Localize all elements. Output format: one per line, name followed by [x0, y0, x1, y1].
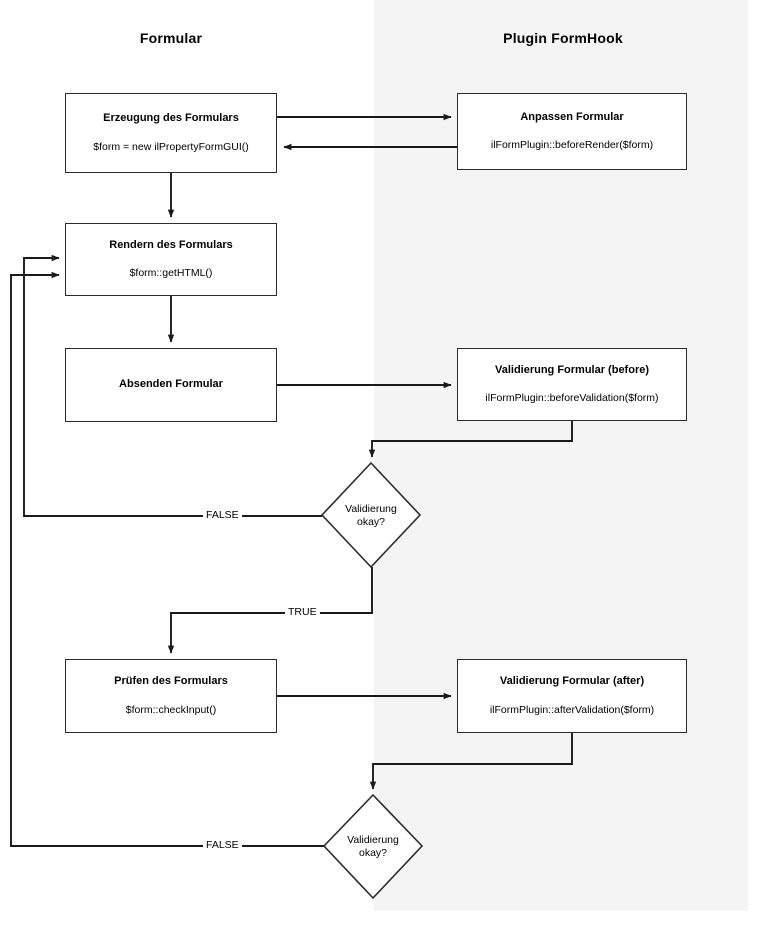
node-anpassen-title: Anpassen Formular: [520, 110, 624, 123]
edge-label-false-before: FALSE: [203, 510, 242, 521]
node-rendern-des-formulars[interactable]: Rendern des Formulars $form::getHTML(): [65, 223, 277, 296]
node-erzeugung-title: Erzeugung des Formulars: [103, 112, 239, 125]
edge-label-true-before: TRUE: [285, 607, 320, 618]
node-anpassen-sub: ilFormPlugin::beforeRender($form): [490, 139, 654, 152]
node-rendern-sub: $form::getHTML(): [129, 267, 213, 280]
lane-title-formular: Formular: [139, 30, 203, 46]
node-validierung-formular-before[interactable]: Validierung Formular (before) ilFormPlug…: [457, 348, 687, 421]
node-validierung-after-sub: ilFormPlugin::afterValidation($form): [489, 703, 655, 716]
node-pruefen-des-formulars[interactable]: Prüfen des Formulars $form::checkInput(): [65, 659, 277, 733]
node-erzeugung-sub: $form = new ilPropertyFormGUI(): [93, 140, 249, 153]
node-validierung-before-title: Validierung Formular (before): [494, 363, 650, 376]
node-validierung-before-sub: ilFormPlugin::beforeValidation($form): [485, 392, 659, 405]
node-validierung-after-title: Validierung Formular (after): [499, 675, 645, 688]
node-anpassen-formular[interactable]: Anpassen Formular ilFormPlugin::beforeRe…: [457, 93, 687, 170]
node-absenden-title: Absenden Formular: [119, 378, 223, 391]
edge-label-false-after: FALSE: [203, 840, 242, 851]
node-validierung-formular-after[interactable]: Validierung Formular (after) ilFormPlugi…: [457, 659, 687, 733]
node-pruefen-sub: $form::checkInput(): [125, 703, 217, 716]
lane-title-plugin: Plugin FormHook: [503, 30, 623, 46]
edge-decision-before-true-to-pruefen: [167, 567, 372, 654]
node-erzeugung-des-formulars[interactable]: Erzeugung des Formulars $form = new ilPr…: [65, 93, 277, 173]
node-rendern-title: Rendern des Formulars: [109, 238, 233, 251]
node-pruefen-title: Prüfen des Formulars: [114, 675, 228, 688]
node-absenden-formular[interactable]: Absenden Formular: [65, 348, 277, 422]
